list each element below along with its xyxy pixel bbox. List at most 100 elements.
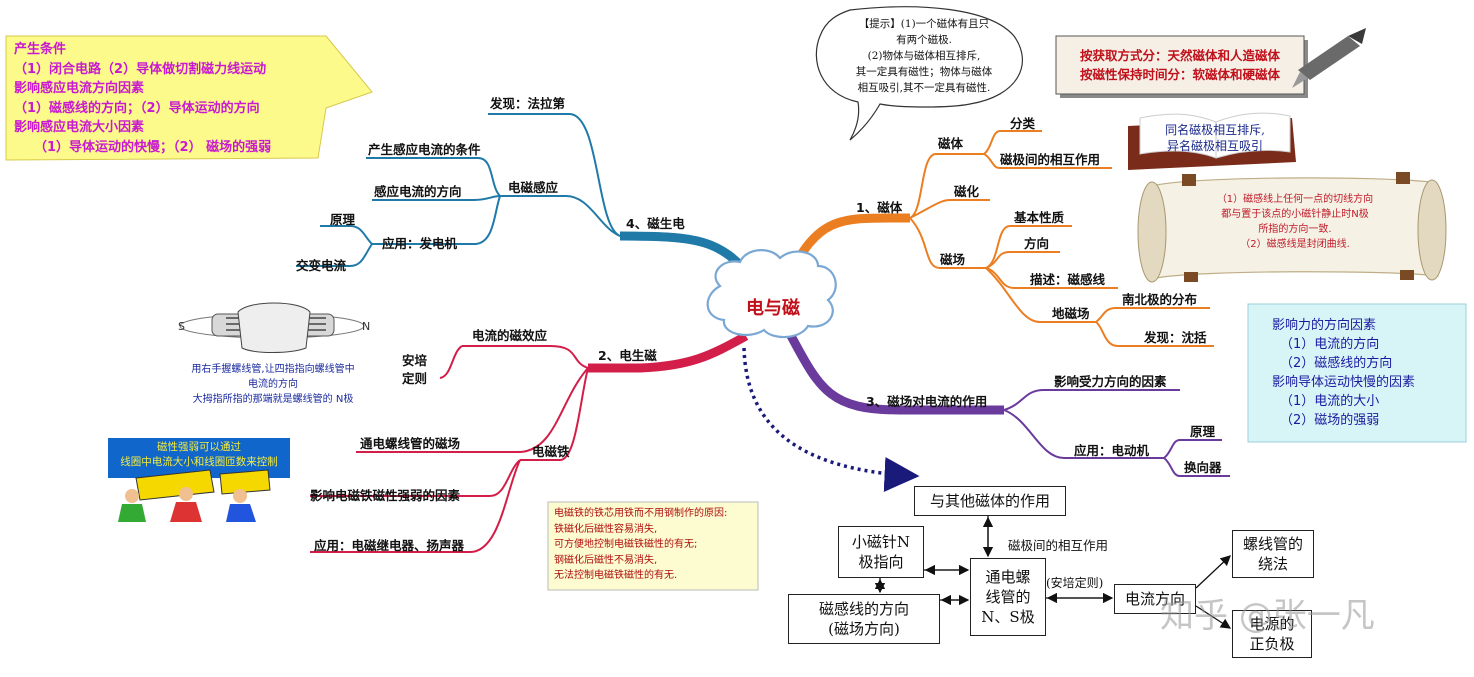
node-commutator[interactable]: 换向器 [1184,460,1222,475]
node-magnetic-effect[interactable]: 电流的磁效应 [472,328,548,343]
node-generator-principle[interactable]: 原理 [330,212,356,227]
branch-4-label[interactable]: 4、磁生电 [626,216,685,231]
conditions-line-5: 影响感应电流大小因素 [14,120,145,135]
flow-needle-box: 小磁针N 极指向 [838,526,924,578]
node-electromagnet[interactable]: 电磁铁 [532,444,570,459]
conditions-note: 产生条件 （1）闭合电路（2）导体做切割磁力线运动 影响感应电流方向因素 （1）… [14,40,334,157]
node-field[interactable]: 磁场 [940,252,966,267]
conditions-line-1: 产生条件 [14,42,67,57]
scroll-line-2: 都与置于该点的小磁针静止时N极 [1221,209,1369,220]
node-earth-discovery[interactable]: 发现：沈括 [1144,330,1207,345]
classify-line-1: 按获取方式分：天然磁体和人造磁体 [1080,48,1281,63]
flow-solenoid-line-2: 线管的 [985,588,1031,606]
node-generator[interactable]: 应用：发电机 [382,236,458,251]
conditions-line-4: （1）磁感线的方向；（2）导体运动的方向 [14,100,260,116]
svg-text:S: S [178,320,185,333]
force-line-5: （1）电流的大小 [1280,394,1380,409]
node-induction-direction[interactable]: 感应电流的方向 [374,184,462,199]
conditions-line-2: （1）闭合电路（2）导体做切割磁力线运动 [14,61,267,77]
node-motor-principle[interactable]: 原理 [1190,424,1216,439]
flow-battery-box: 电源的 正负极 [1232,610,1312,658]
conditions-line-6: （1）导体运动的快慢；（2） 磁场的强弱 [34,139,272,155]
node-magnetize[interactable]: 磁化 [954,184,980,199]
flow-fieldlines-box: 磁感线的方向 (磁场方向) [788,594,940,644]
node-induction-conditions[interactable]: 产生感应电流的条件 [368,142,481,157]
flow-poles-label: 磁极间的相互作用 [1008,538,1109,553]
node-applications[interactable]: 应用：电磁继电器、扬声器 [314,538,465,553]
hint-line-2: 有两个磁极. [896,34,952,46]
scroll-shape [1137,172,1447,283]
core-line-4: 钢磁化后磁性不易消失, [554,554,658,566]
node-pole-interaction[interactable]: 磁极间的相互作用 [1000,152,1101,167]
flow-winding-line-2: 绕法 [1257,555,1288,573]
node-motor[interactable]: 应用：电动机 [1074,443,1150,458]
node-ampere-line-1: 安培 [402,353,428,368]
people-flag-image [108,438,290,522]
node-field-property[interactable]: 基本性质 [1014,210,1065,225]
branch-4-lines [296,113,756,281]
flow-solenoid-line-1: 通电螺 [985,568,1031,586]
node-earth-field[interactable]: 地磁场 [1052,306,1090,321]
book-note: 同名磁极相互排斥, 异名磁极相互吸引 [1140,122,1290,154]
hint-line-4: 其一定具有磁性；物体与磁体 [855,66,993,78]
flow-interaction-box: 与其他磁体的作用 [914,486,1066,516]
core-line-2: 铁磁化后磁性容易消失, [554,523,658,535]
classify-panel [1055,35,1305,95]
watermark: 知乎 @张一凡 [1160,596,1375,636]
classify-line-2: 按磁性保持时间分：软磁体和硬磁体 [1080,67,1281,82]
flow-winding-box: 螺线管的 绕法 [1232,530,1314,578]
node-force-direction[interactable]: 影响受力方向的因素 [1054,374,1167,389]
right-hand-line-1: 用右手握螺线管,让四指指向螺线管中 [191,364,355,375]
node-field-direction[interactable]: 方向 [1024,236,1050,251]
force-line-2: （1）电流的方向 [1280,337,1380,352]
right-hand-line-3: 大拇指所指的那端就是螺线管的 N极 [192,394,354,405]
center-cloud [706,249,837,339]
node-field-lines[interactable]: 描述：磁感线 [1030,272,1106,287]
branch-2-lines [310,332,749,553]
node-magnet[interactable]: 磁体 [938,136,964,151]
core-line-5: 无法控制电磁铁磁性的有无. [554,570,678,581]
flow-current-box: 电流方向 [1114,584,1196,614]
branch-1-label[interactable]: 1、磁体 [856,200,903,215]
core-note: 电磁铁的铁芯用铁而不用钢制作的原因: 铁磁化后磁性容易消失, 可方便地控制电磁铁… [554,506,758,584]
flow-battery-line-1: 电源的 [1249,615,1295,633]
branch-2-label[interactable]: 2、电生磁 [598,348,657,363]
force-factors-note: 影响力的方向因素 （1）电流的方向 （2）磁感线的方向 影响导体运动快慢的因素 … [1272,316,1462,430]
node-strength-factors[interactable]: 影响电磁铁磁性强弱的因素 [310,488,461,503]
open-book-icon [1128,112,1296,170]
node-ampere-rule[interactable]: 安培 定则 [402,352,427,388]
node-earth-poles[interactable]: 南北极的分布 [1122,292,1198,307]
flow-connectors [874,516,1232,629]
svg-text:N: N [362,320,370,333]
branch-3-label[interactable]: 3、磁场对电流的作用 [866,394,988,409]
flow-winding-line-1: 螺线管的 [1242,535,1303,553]
node-classification[interactable]: 分类 [1010,116,1036,131]
book-line-1: 同名磁极相互排斥, [1165,123,1265,137]
hint-line-3: (2)物体与磁体相互排斥, [867,50,981,62]
branch-3-lines [786,331,1230,477]
node-alternating-current[interactable]: 交变电流 [296,258,347,273]
flow-solenoid-line-3: N、S极 [981,608,1035,626]
hint-line-5: 相互吸引,其不一定具有磁性. [857,82,991,94]
force-line-4: 影响导体运动快慢的因素 [1272,375,1416,390]
flow-rule-label: (安培定则) [1046,576,1104,590]
flow-solenoid-box: 通电螺 线管的 N、S极 [970,558,1046,636]
flow-fieldlines-line-2: (磁场方向) [828,620,900,638]
strength-note: 磁性强弱可以通过 线圈中电流大小和线圈匝数来控制 [108,440,290,470]
center-title[interactable]: 电与磁 [746,298,800,319]
force-line-3: （2）磁感线的方向 [1280,356,1393,371]
conditions-line-3: 影响感应电流方向因素 [14,81,145,96]
node-ampere-line-2: 定则 [402,371,428,386]
scroll-line-3: 所指的方向一致. [1258,224,1332,235]
node-induction[interactable]: 电磁感应 [508,180,559,195]
scroll-line-4: （2）磁感线是封闭曲线. [1240,239,1350,250]
strength-line-1: 磁性强弱可以通过 [157,441,241,453]
conditions-callout-shape [5,35,373,161]
node-solenoid-field[interactable]: 通电螺线管的磁场 [360,436,461,451]
flow-needle-line-2: 极指向 [858,553,904,571]
right-hand-note: 用右手握螺线管,让四指指向螺线管中 电流的方向 大拇指所指的那端就是螺线管的 N… [168,362,378,407]
flow-battery-line-2: 正负极 [1249,635,1295,653]
node-faraday[interactable]: 发现：法拉第 [490,96,566,111]
core-line-1: 电磁铁的铁芯用铁而不用钢制作的原因: [554,508,728,519]
